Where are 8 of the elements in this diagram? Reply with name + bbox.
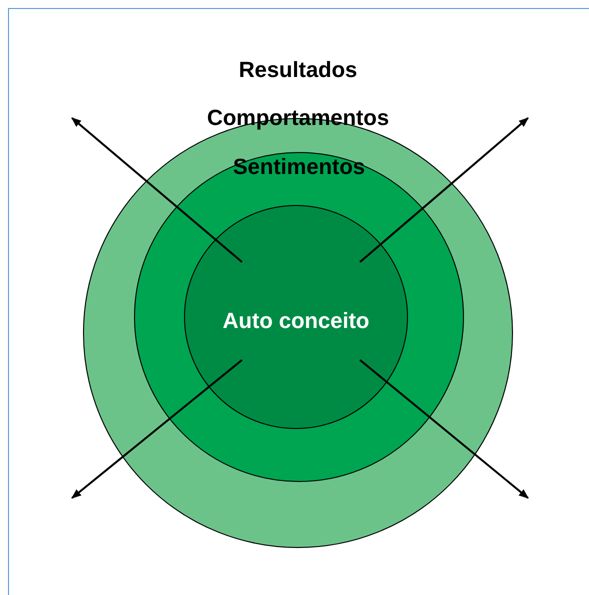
arrow — [359, 117, 529, 263]
circle-label: Comportamentos — [206, 107, 390, 129]
outer-label: Resultados — [238, 59, 358, 81]
arrow — [71, 359, 243, 499]
arrow — [359, 359, 529, 499]
circle-label: Sentimentos — [232, 156, 366, 178]
arrow — [71, 117, 243, 263]
circle-label: Auto conceito — [222, 310, 370, 332]
